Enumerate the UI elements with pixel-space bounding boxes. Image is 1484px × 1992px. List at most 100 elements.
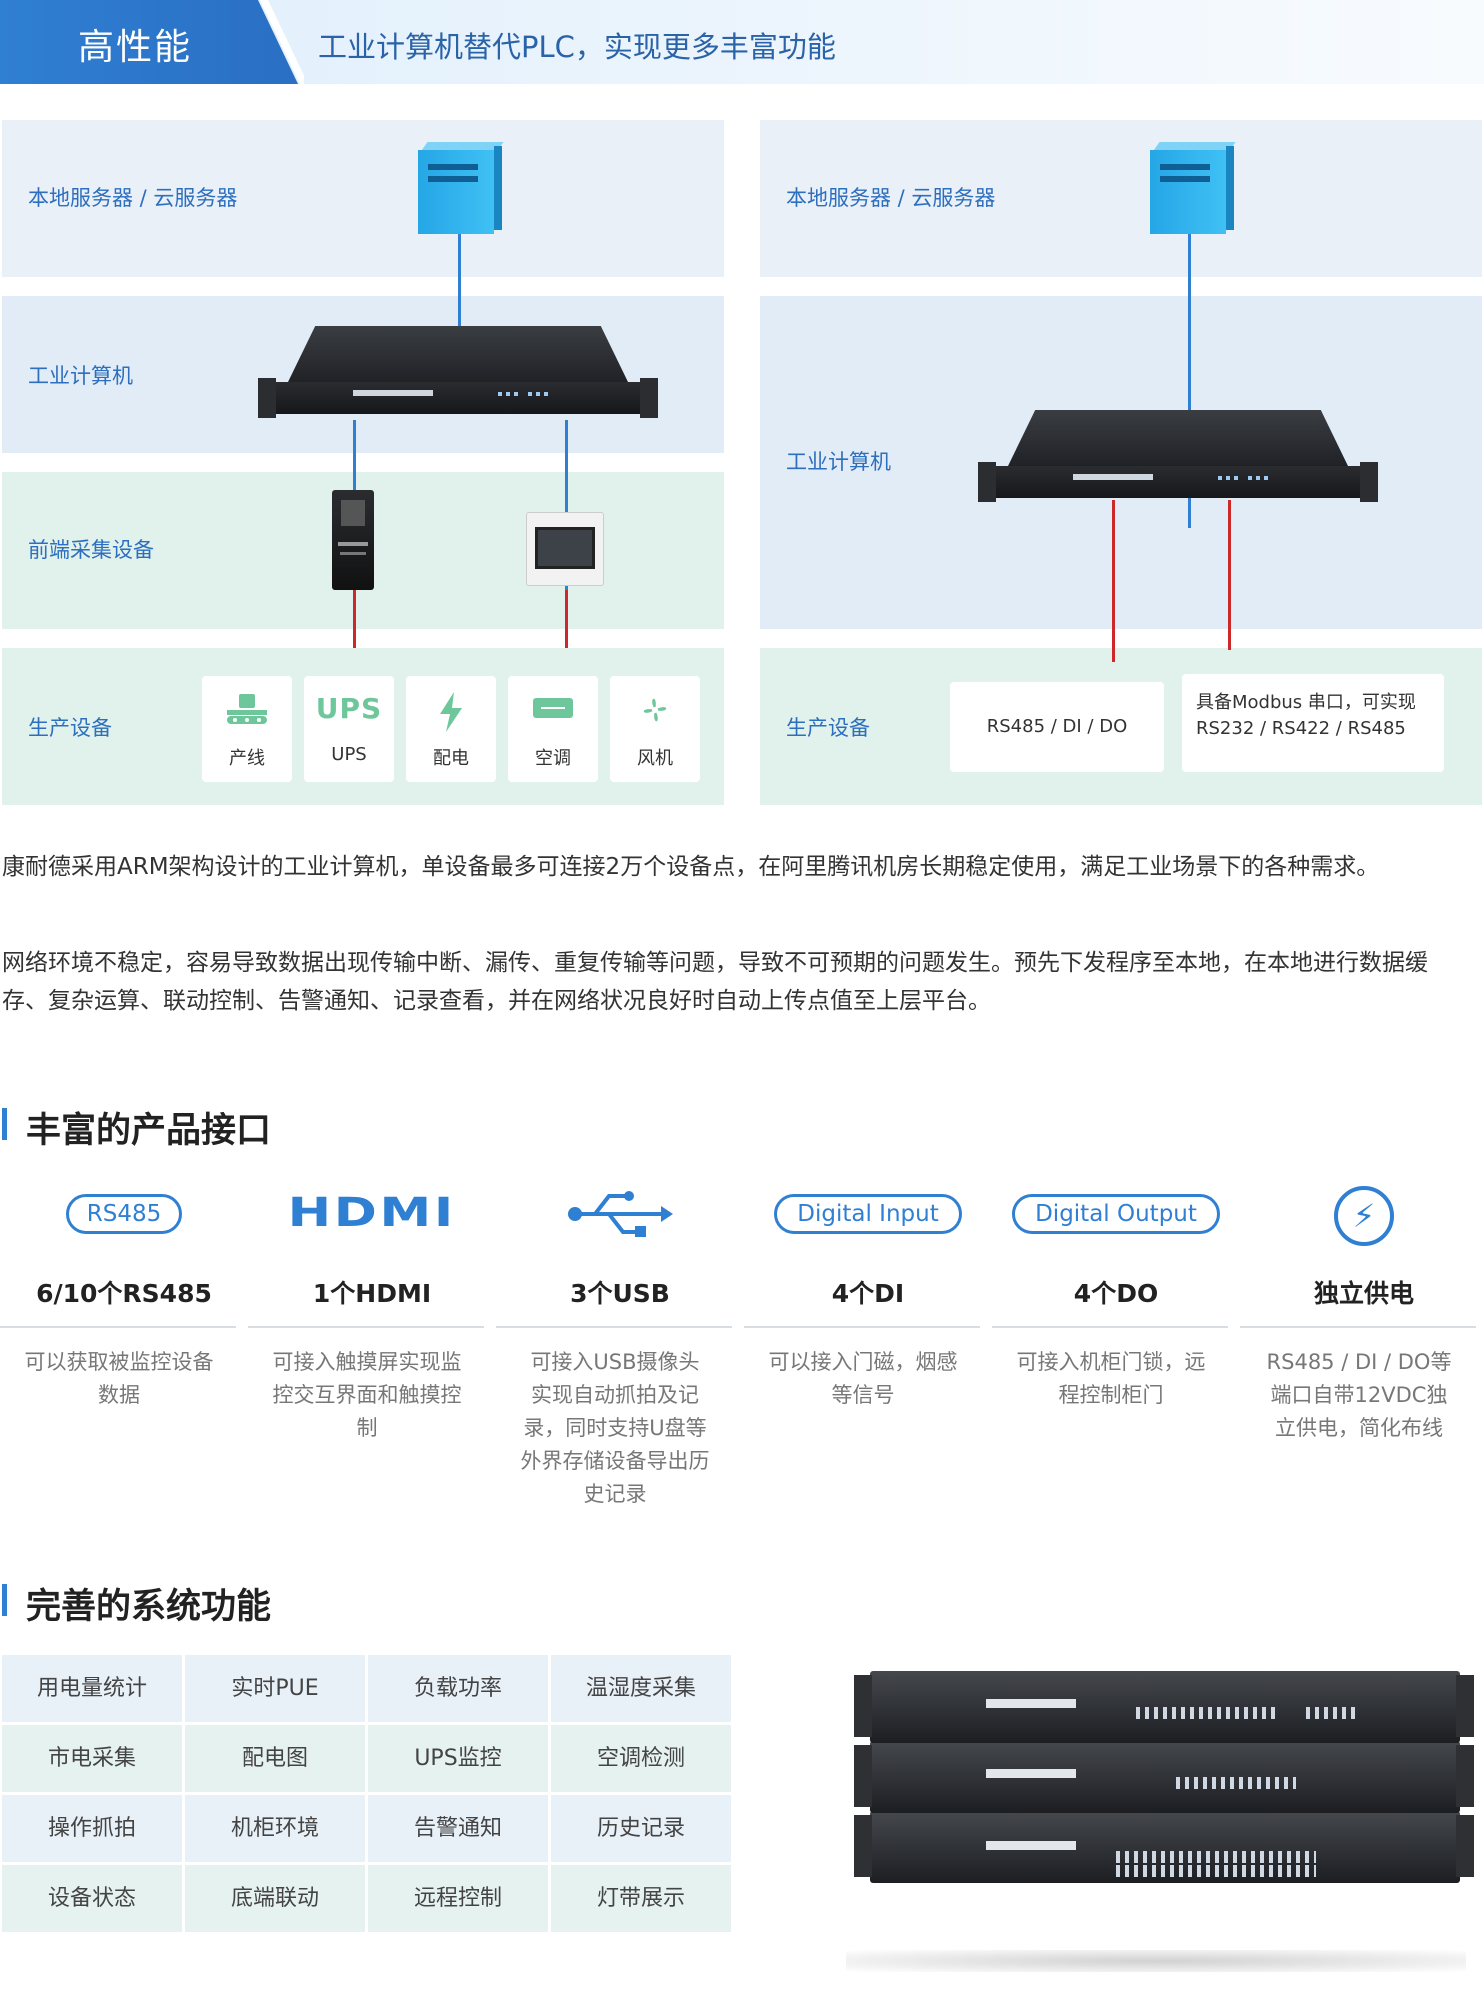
connector-server-computer [1188,228,1191,528]
interface-item-digital-output: Digital Output 4个DO 可接入机柜门锁，远程控制柜门 [992,1176,1240,1516]
intro-paragraph-2: 网络环境不稳定，容易导致数据出现传输中断、漏传、重复传输等问题，导致不可预期的问… [2,950,1428,1014]
equipment-label: 空调 [535,748,571,769]
banner-tab [0,0,298,84]
touchscreen-device-image [526,512,604,586]
equipment-card-fan: 风机 [610,676,700,782]
usb-icon [496,1186,744,1246]
divider [992,1326,1228,1328]
interface-card-modbus: 具备Modbus 串口，可实现 RS232 / RS422 / RS485 [1182,674,1444,772]
equipment-label: 配电 [433,748,469,769]
interface-item-rs485: RS485 6/10个RS485 可以获取被监控设备数据 [0,1176,248,1516]
banner-subtitle: 工业计算机替代PLC，实现更多丰富功能 [318,30,836,64]
data-collector-device-image [332,490,374,590]
interface-item-usb: 3个USB 可接入USB摄像头实现自动抓拍及记录，同时支持U盘等外界存储设备导出… [496,1176,744,1516]
production-label: 生产设备 [786,716,870,740]
interface-description: 可接入触摸屏实现监控交互界面和触摸控制 [272,1350,462,1440]
interface-name: 1个HDMI [312,1279,432,1308]
server-label: 本地服务器 / 云服务器 [28,186,238,210]
equipment-card-production-line: 产线 [202,676,292,782]
equipment-card-air-conditioner: 空调 [508,676,598,782]
divider [1240,1326,1476,1328]
modbus-line2: RS232 / RS422 / RS485 [1196,718,1406,739]
divider [744,1326,980,1328]
interface-description: RS485 / DI / DO等端口自带12VDC独立供电，简化布线 [1266,1350,1452,1440]
server-icon [1150,142,1236,234]
interface-description: 可接入机柜门锁，远程控制柜门 [1016,1350,1206,1407]
connector-collector2-equipment [565,590,568,648]
section-title: 丰富的产品接口 [26,1111,272,1151]
function-cell: 远程控制 [368,1865,548,1932]
function-cell: 温湿度采集 [551,1655,731,1722]
banner-title: 高性能 [78,27,193,68]
section-accent-bar [2,1584,7,1616]
interface-name: 4个DI [831,1279,905,1308]
collector-label: 前端采集设备 [28,538,154,562]
function-cell: 用电量统计 [2,1655,182,1722]
fan-icon [610,692,700,735]
function-cell: 操作抓拍 [2,1795,182,1862]
function-cell: 机柜环境 [185,1795,365,1862]
digital-input-icon: Digital Input [774,1194,962,1234]
interface-name: 4个DO [1073,1279,1159,1308]
function-cell: 底端联动 [185,1865,365,1932]
divider [248,1326,484,1328]
equipment-label: 风机 [637,748,673,769]
architecture-diagram-left: 本地服务器 / 云服务器 工业计算机 前端采集设备 生产设备 [2,120,724,805]
production-label: 生产设备 [28,716,112,740]
interface-description: 可接入USB摄像头实现自动抓拍及记录，同时支持U盘等外界存储设备导出历史记录 [520,1350,710,1506]
interface-name: 6/10个RS485 [36,1279,212,1308]
interface-item-independent-power: ⚡ 独立供电 RS485 / DI / DO等端口自带12VDC独立供电，简化布… [1240,1176,1484,1516]
function-cell: 历史记录 [551,1795,731,1862]
function-cell: 市电采集 [2,1725,182,1792]
power-icon: ⚡ [1334,1186,1394,1246]
function-cell: 设备状态 [2,1865,182,1932]
connector-computer-card1 [1112,500,1115,662]
interface-name: 3个USB [570,1279,670,1308]
band-server [760,120,1482,277]
modbus-line1: 具备Modbus 串口，可实现 [1196,692,1416,713]
conveyor-icon [202,692,292,735]
function-cell: 配电图 [185,1725,365,1792]
hdmi-icon: HDMI [287,1190,457,1236]
section-accent-bar [2,1108,7,1140]
equipment-label: UPS [331,744,367,765]
connector-collector1-equipment [353,590,356,648]
function-cell: 负载功率 [368,1655,548,1722]
function-cell: UPS监控 [368,1725,548,1792]
computer-label: 工业计算机 [28,364,133,388]
equipment-label: 产线 [229,748,265,769]
intro-paragraph-1: 康耐德采用ARM架构设计的工业计算机，单设备最多可连接2万个设备点，在阿里腾讯机… [2,854,1380,880]
divider [0,1326,236,1328]
connector-computer-card2 [1228,500,1231,650]
server-label: 本地服务器 / 云服务器 [786,186,996,210]
equipment-card-ups: UPS UPS [304,676,394,782]
interface-item-hdmi: HDMI 1个HDMI 可接入触摸屏实现监控交互界面和触摸控制 [248,1176,496,1516]
function-cell: 灯带展示 [551,1865,731,1932]
interface-card-rs485-di-do: RS485 / DI / DO [950,682,1164,772]
function-cell: 空调检测 [551,1725,731,1792]
rack-unit [870,1741,1460,1813]
interface-description: 可以接入门磁，烟感等信号 [768,1350,958,1407]
section-title: 完善的系统功能 [26,1587,272,1627]
function-cell: 告警通知 [368,1795,548,1862]
industrial-computer-image [978,410,1378,525]
lightning-icon [406,692,496,739]
interface-description: 可以获取被监控设备数据 [24,1350,214,1407]
industrial-computer-image [258,326,658,441]
architecture-diagram-right: 本地服务器 / 云服务器 工业计算机 生产设备 RS485 / DI / DO … [760,120,1482,805]
function-cell: 实时PUE [185,1655,365,1722]
interface-item-digital-input: Digital Input 4个DI 可以接入门磁，烟感等信号 [744,1176,992,1516]
digital-output-icon: Digital Output [1012,1194,1220,1234]
connector-server-computer [458,228,461,358]
air-conditioner-icon [508,692,598,725]
function-grid: 用电量统计 实时PUE 负载功率 温湿度采集 市电采集 配电图 UPS监控 空调… [2,1655,732,1937]
rs485-icon: RS485 [65,1194,183,1234]
header-banner: 高性能 工业计算机替代PLC，实现更多丰富功能 [0,0,1484,84]
computer-label: 工业计算机 [786,450,891,474]
band-server [2,120,724,277]
stacked-industrial-computers-image [836,1665,1484,1975]
interface-name: 独立供电 [1313,1279,1414,1308]
ups-icon: UPS [315,692,383,725]
equipment-card-power-distribution: 配电 [406,676,496,782]
server-icon [418,142,504,234]
